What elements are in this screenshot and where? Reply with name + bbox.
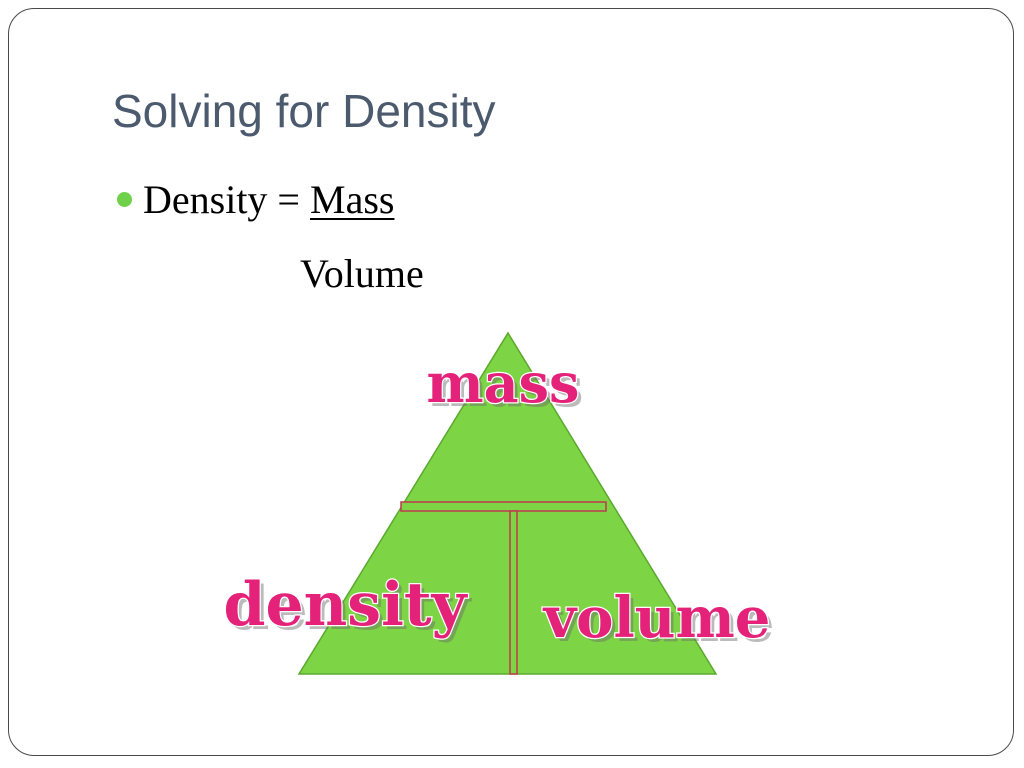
bottom-left-label-shadow: density: [228, 574, 473, 644]
slide-title: Solving for Density: [112, 85, 496, 137]
bottom-left-label-density: density: [224, 570, 469, 640]
bottom-right-label-shadow: volume: [546, 589, 775, 655]
formula-denominator: Volume: [300, 251, 424, 296]
bullet-icon: [117, 192, 132, 207]
formula-numerator: Mass: [310, 177, 395, 222]
formula-lhs: Density =: [143, 177, 310, 222]
top-label-shadow: mass: [431, 355, 584, 419]
horizontal-divider: [400, 501, 607, 512]
bottom-right-label-volume: volume: [542, 585, 771, 651]
formula-line: Density = Mass: [143, 178, 394, 222]
top-label-mass: mass: [427, 351, 580, 415]
vertical-divider: [509, 510, 518, 675]
